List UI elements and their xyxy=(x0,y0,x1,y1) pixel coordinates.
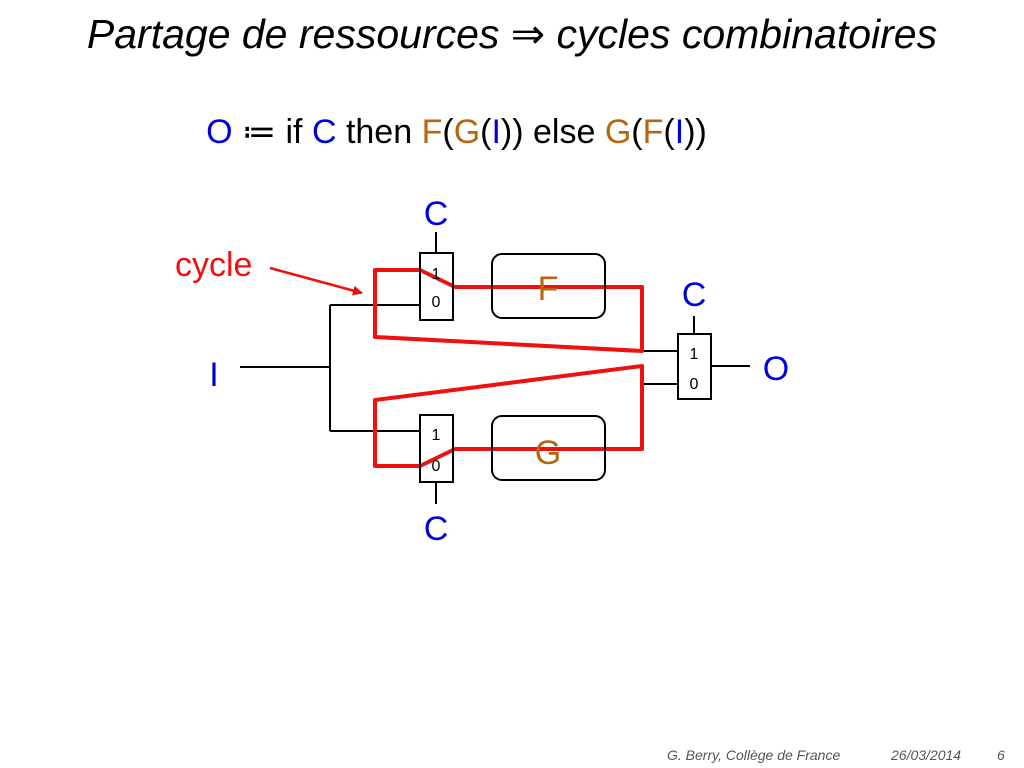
title-part-1: Partage de ressources xyxy=(86,11,511,57)
formula-f2: F xyxy=(642,113,664,151)
black-wires xyxy=(240,232,750,504)
bottom-mux xyxy=(419,414,454,483)
top-mux-input-0: 0 xyxy=(432,294,441,311)
top-control-label: C xyxy=(424,195,449,233)
implies-arrow: ⇒ xyxy=(510,11,546,57)
cycle-upper-route xyxy=(373,268,644,353)
footer-author: G. Berry, Collège de France xyxy=(667,747,841,763)
cycle-path xyxy=(373,268,644,468)
formula-then: then xyxy=(336,113,422,151)
formula: O ≔ if C then F(G(I)) else G(F(I)) xyxy=(0,112,913,152)
formula-output: O xyxy=(206,113,233,151)
bottom-control-label: C xyxy=(424,510,449,548)
formula-else: )) else xyxy=(500,113,605,151)
formula-assign: ≔ if xyxy=(232,113,312,151)
block-f xyxy=(491,253,606,319)
cycle-label: cycle xyxy=(175,246,252,284)
formula-cond: C xyxy=(311,113,337,151)
slide-title: Partage de ressources ⇒ cycles combinato… xyxy=(0,10,1024,58)
formula-g2: G xyxy=(604,113,632,151)
title-part-2: cycles combinatoires xyxy=(545,11,938,57)
block-f-label: F xyxy=(538,270,559,308)
formula-i1: I xyxy=(491,113,501,151)
block-g-label: G xyxy=(535,434,561,472)
formula-paren-4: ( xyxy=(631,113,643,151)
output-label: O xyxy=(763,350,789,388)
block-g xyxy=(491,415,606,481)
cycle-arrow xyxy=(269,266,363,296)
footer-date: 26/03/2014 xyxy=(891,747,962,763)
formula-paren-1: ( xyxy=(442,113,454,151)
right-mux xyxy=(677,333,712,400)
formula-i2: I xyxy=(674,113,685,151)
formula-g1: G xyxy=(453,113,481,151)
formula-paren-6: )) xyxy=(684,113,707,151)
right-control-label: C xyxy=(682,276,707,314)
right-mux-input-0: 0 xyxy=(690,376,699,393)
top-mux xyxy=(419,252,454,321)
right-mux-input-1: 1 xyxy=(690,346,699,363)
cycle-lower-route xyxy=(373,364,644,468)
footer-page-number: 6 xyxy=(997,747,1005,763)
bottom-mux-input-0: 0 xyxy=(432,458,441,475)
top-mux-input-1: 1 xyxy=(432,266,441,283)
formula-f1: F xyxy=(421,113,443,151)
formula-paren-5: ( xyxy=(663,113,675,151)
input-label: I xyxy=(209,356,218,394)
formula-paren-2: ( xyxy=(480,113,492,151)
bottom-mux-input-1: 1 xyxy=(432,427,441,444)
